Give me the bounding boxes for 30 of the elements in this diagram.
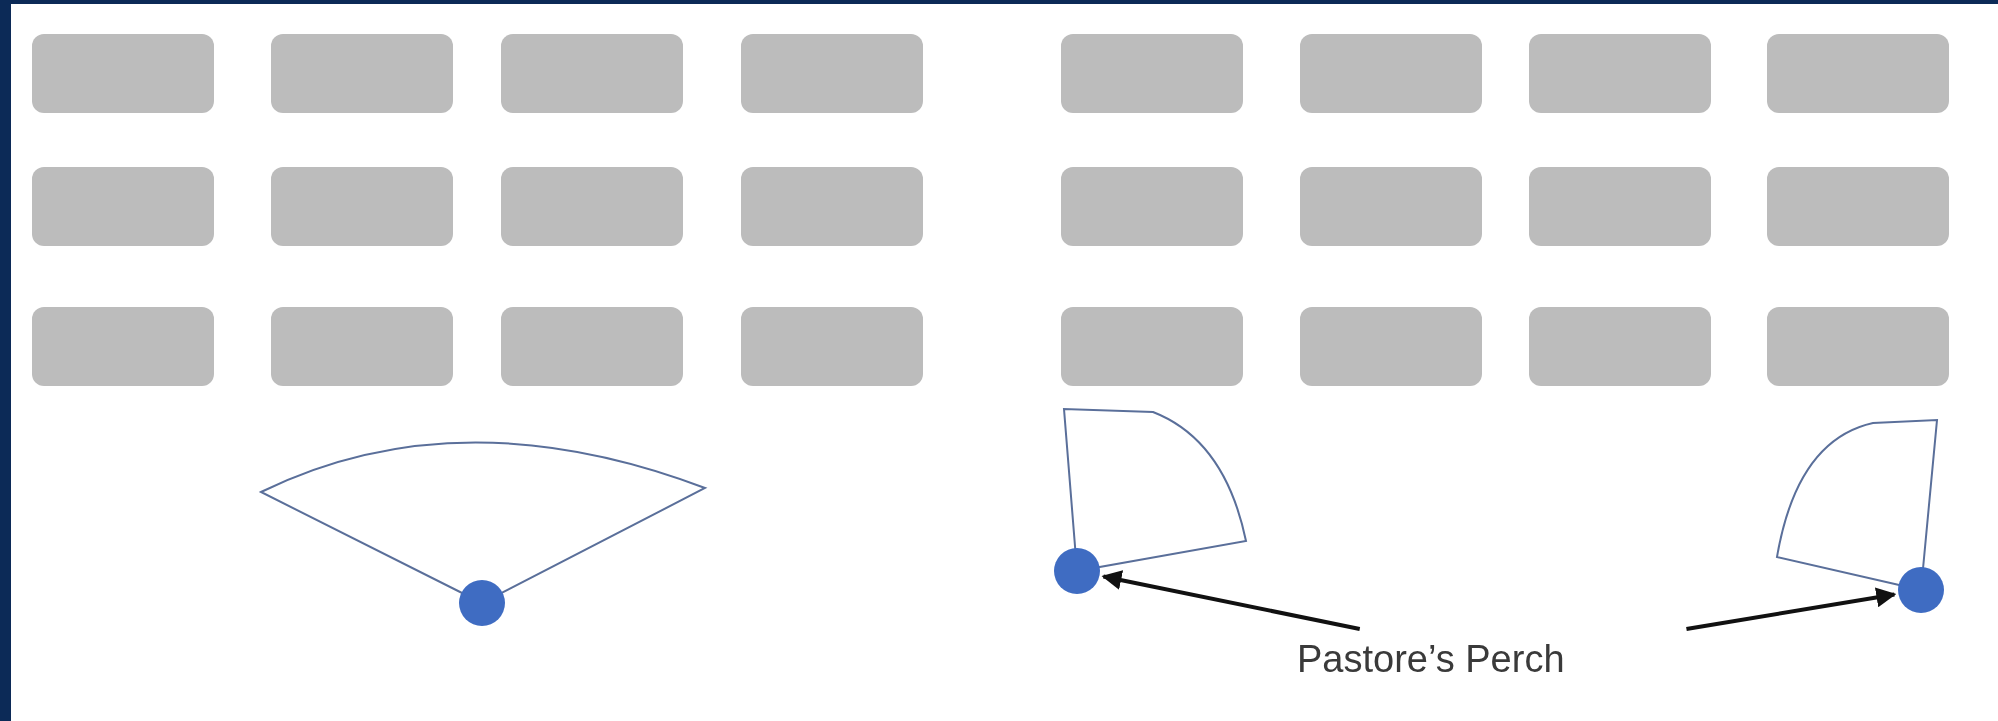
camera-dot <box>1898 567 1944 613</box>
desk <box>1767 167 1949 246</box>
desk <box>1061 167 1243 246</box>
desk <box>271 307 453 386</box>
camera-dot <box>459 580 505 626</box>
desk <box>1300 34 1482 113</box>
desk <box>32 307 214 386</box>
desk <box>1529 307 1711 386</box>
desk <box>271 167 453 246</box>
desk <box>741 34 923 113</box>
desk <box>1767 34 1949 113</box>
desk <box>1529 34 1711 113</box>
desk <box>1767 307 1949 386</box>
callout-label: Pastore’s Perch <box>1297 637 1715 681</box>
desk <box>1529 167 1711 246</box>
desk <box>1300 167 1482 246</box>
arrow <box>1101 570 1361 631</box>
camera-dot <box>1054 548 1100 594</box>
desk <box>32 34 214 113</box>
desk <box>32 167 214 246</box>
desk <box>741 307 923 386</box>
arrow <box>1686 587 1897 631</box>
desk <box>1300 307 1482 386</box>
desk <box>1061 307 1243 386</box>
desk <box>271 34 453 113</box>
desk <box>501 307 683 386</box>
desk <box>741 167 923 246</box>
desk <box>1061 34 1243 113</box>
desk <box>501 167 683 246</box>
desk <box>501 34 683 113</box>
